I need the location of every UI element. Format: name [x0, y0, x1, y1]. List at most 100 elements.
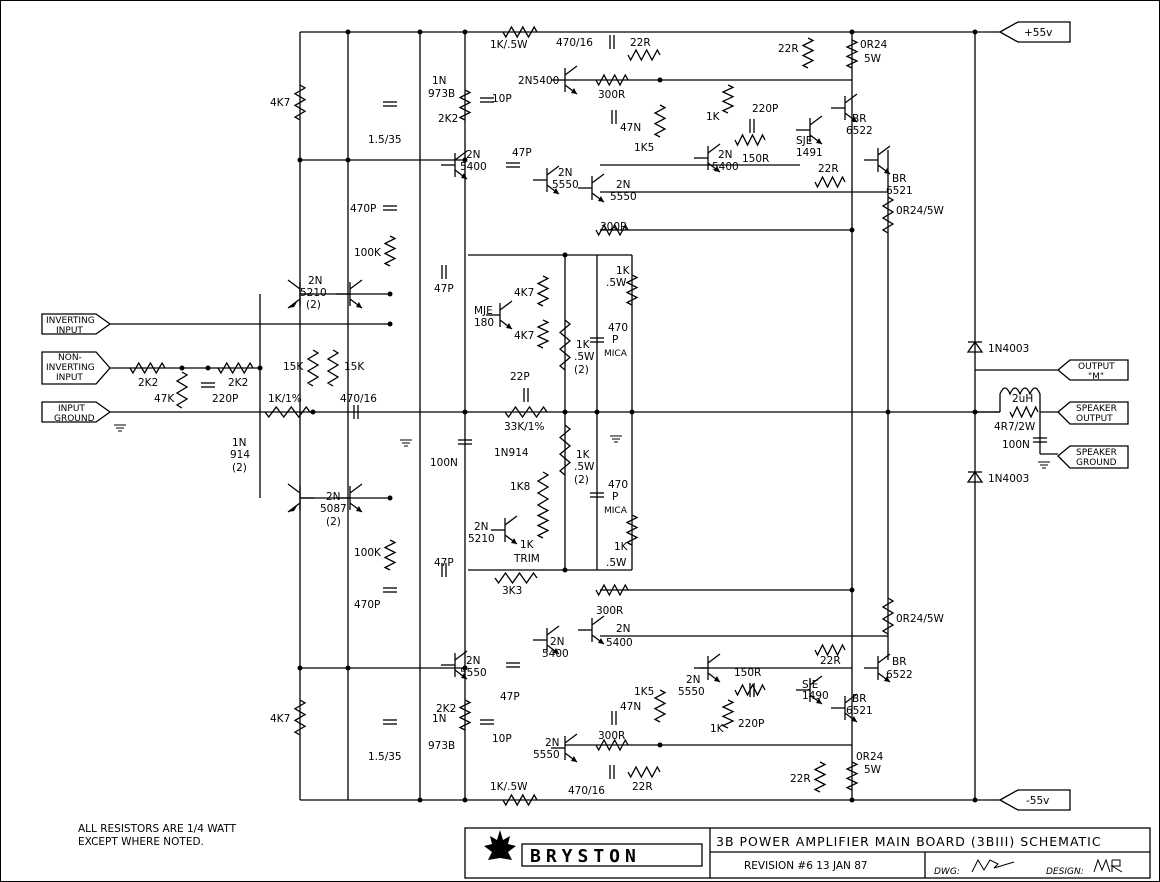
junction-dot — [657, 742, 663, 748]
label-c-47n: 47N — [620, 701, 641, 713]
label-q-2n: 2N — [686, 674, 701, 686]
transistor-br6521-bottom — [831, 693, 858, 723]
label-r-0r24: 0R24 — [860, 39, 888, 51]
capacitor-47p-mid-bottom — [441, 563, 447, 577]
label-q-5550: 5550 — [610, 191, 637, 203]
transistor-2n5210-right — [336, 279, 363, 309]
label-mica: MICA — [604, 349, 628, 359]
resistor-100k-top — [383, 235, 397, 267]
label-q-2n: 2N — [616, 179, 631, 191]
input-ground-tag: INPUT GROUND — [41, 401, 112, 424]
label-r-1k-5w: 1K/.5W — [490, 39, 528, 51]
label-z-1n: 1N — [432, 713, 447, 725]
resistor-1k-5w-right-bottom — [625, 514, 639, 546]
transistors — [287, 65, 891, 763]
capacitor-470-16-top — [609, 35, 615, 49]
label-r-1k-5: .5W — [606, 557, 627, 569]
label-r-15k: 15K — [283, 361, 304, 373]
label-q-5210: 5210 — [468, 533, 495, 545]
label-c-220p: 220P — [752, 103, 778, 115]
resistor-15k-a — [306, 349, 320, 387]
resistor-1k-trim — [536, 507, 550, 539]
label-c-10p: 10P — [492, 93, 512, 105]
resistor-4k7-bottom — [293, 699, 307, 736]
label-q-6521: 6521 — [886, 185, 913, 197]
label-q-2n: 2N — [718, 149, 733, 161]
resistor-1k-5w-mid-bottom — [558, 424, 572, 476]
label-q-1491: 1491 — [796, 147, 823, 159]
label-2uh: 2uH — [1012, 393, 1033, 405]
label-r-22r: 22R — [790, 773, 811, 785]
label-q-2n: 2N — [550, 636, 565, 648]
resistor-4r7-2w — [1009, 405, 1039, 419]
input-ground-line1: INPUT — [58, 404, 85, 414]
junction-dot — [205, 365, 211, 371]
capacitor-1-5-35-bottom — [383, 719, 397, 725]
capacitor-470p-mica-top — [590, 337, 604, 343]
junction-dot — [972, 797, 978, 803]
capacitor-1-5-35-top — [383, 101, 397, 107]
label-c-p: P — [612, 334, 618, 346]
speaker-ground-line1: SPEAKER — [1076, 448, 1117, 458]
label-r-2k2: 2K2 — [438, 113, 458, 125]
junction-dot — [462, 665, 468, 671]
resistor-0r24-5w-bottom — [881, 597, 895, 635]
capacitor-470-16-bottom — [609, 765, 615, 779]
junction-dot — [297, 665, 303, 671]
junction-dot — [387, 291, 393, 297]
label-1n4003-top: 1N4003 — [988, 343, 1029, 355]
label-q-2n: 2N — [616, 623, 631, 635]
label-r-1k: 1K — [576, 449, 591, 461]
noninverting-input-line3: INPUT — [56, 373, 83, 383]
junction-dot — [562, 252, 568, 258]
label-w-5w: 5W — [864, 53, 882, 65]
inverting-input-line1: INVERTING — [46, 316, 95, 326]
label-z-973b: 973B — [428, 88, 455, 100]
label-d-1n914: 1N914 — [494, 447, 529, 459]
capacitors — [201, 35, 1047, 779]
inverting-input-tag: INVERTING INPUT — [41, 313, 112, 336]
speaker-ground-tag: SPEAKER GROUND — [1057, 445, 1129, 469]
title-block: BRYSTON 3B POWER AMPLIFIER MAIN BOARD (3… — [464, 827, 1151, 879]
noninverting-input-line2: INVERTING — [46, 363, 95, 373]
capacitor-47p-mid-top — [441, 265, 447, 279]
junction-dot — [562, 567, 568, 573]
negative-rail-label: -55v — [1026, 795, 1049, 807]
output-m-line2: "M" — [1088, 372, 1104, 382]
junction-dot — [594, 409, 600, 415]
label-r-22r: 22R — [778, 43, 799, 55]
label-q-br: BR — [852, 113, 867, 125]
transistor-mje180 — [486, 300, 513, 330]
junction-dot — [417, 797, 423, 803]
junction-dots — [179, 29, 978, 803]
junction-dot — [849, 587, 855, 593]
label-q-5550: 5550 — [552, 179, 579, 191]
label-c-47p: 47P — [512, 147, 532, 159]
resistor-1k-1pct — [264, 405, 311, 419]
label-c-47p: 47P — [434, 557, 454, 569]
label-c-1-5-35: 1.5/35 — [368, 751, 402, 763]
junction-dot — [629, 409, 635, 415]
schematic-title: 3B POWER AMPLIFIER MAIN BOARD (3BIII) SC… — [716, 834, 1102, 849]
label-r-4k7: 4K7 — [270, 713, 290, 725]
label-r-300r: 300R — [596, 605, 623, 617]
label-c-10p: 10P — [492, 733, 512, 745]
label-r-47k: 47K — [154, 393, 175, 405]
label-r-1k-5: .5W — [574, 351, 595, 363]
revision: REVISION #6 13 JAN 87 — [744, 860, 868, 872]
label-c-470: 470 — [608, 479, 628, 491]
label-q-5400: 5400 — [542, 648, 569, 660]
design-signature-icon — [1093, 858, 1123, 873]
label-q-5087: 5087 — [320, 503, 347, 515]
speaker-output-line1: SPEAKER — [1076, 404, 1117, 414]
transistor-2n5400-q2 — [441, 150, 468, 180]
label-trim: TRIM — [513, 553, 540, 565]
label-c-47p: 47P — [434, 283, 454, 295]
label-q-mje: MJE — [474, 305, 493, 317]
label-n2: (2) — [326, 516, 341, 528]
maple-leaf-icon — [484, 830, 516, 870]
transistor-2n5400-q9 — [533, 625, 560, 655]
label-c-1-5-35: 1.5/35 — [368, 134, 402, 146]
inverting-input-line2: INPUT — [56, 326, 83, 336]
label-c-470-16: 470/16 — [340, 393, 377, 405]
